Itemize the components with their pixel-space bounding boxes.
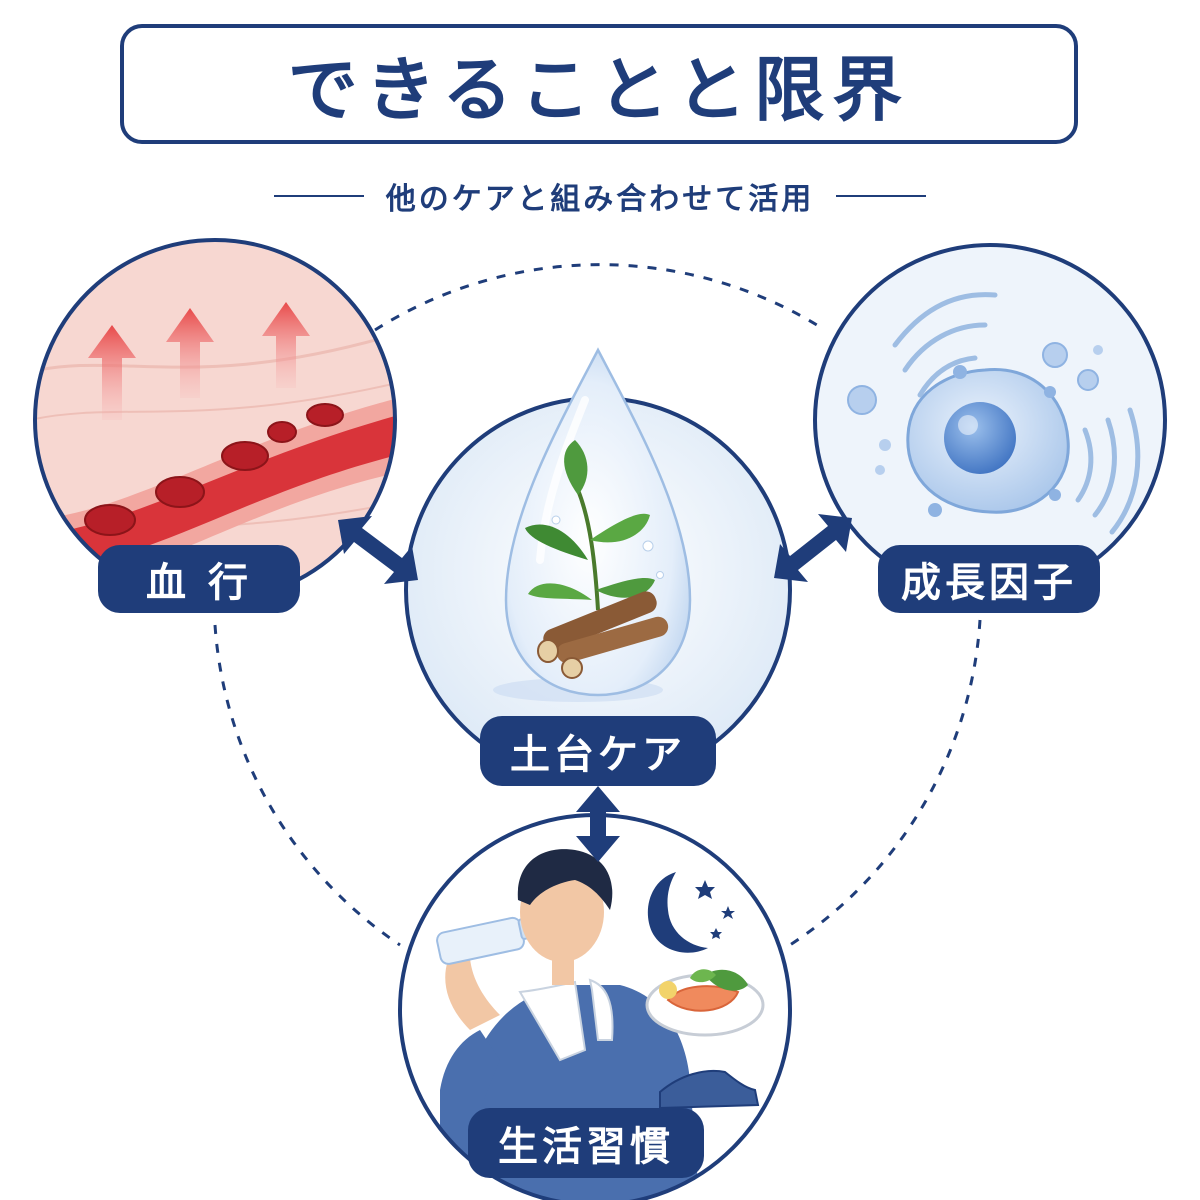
dashed-arc-top bbox=[374, 263, 826, 332]
dashed-arc-right bbox=[789, 619, 982, 947]
double-arrow-right bbox=[774, 514, 852, 582]
cell-illustration bbox=[847, 292, 1141, 535]
subtitle-line-left bbox=[273, 195, 364, 197]
title-box: できることと限界 bbox=[120, 24, 1078, 144]
sneaker-icon bbox=[659, 1069, 760, 1110]
double-arrow-bottom bbox=[576, 786, 620, 862]
dashed-arc-left bbox=[213, 624, 401, 947]
blood-vessel-illustration bbox=[35, 240, 395, 600]
licorice-root-icon bbox=[537, 591, 669, 679]
subtitle-row: 他のケアと組み合わせて活用 bbox=[0, 166, 1200, 226]
page-subtitle: 他のケアと組み合わせて活用 bbox=[385, 182, 815, 217]
herb-leaf-icon bbox=[525, 440, 655, 611]
lifestyle-label: 生活習慣 bbox=[468, 1108, 704, 1178]
foundation-care-label: 土台ケア bbox=[480, 716, 716, 786]
growth-factor-label: 成長因子 bbox=[878, 545, 1100, 613]
circulation-label: 血 行 bbox=[98, 545, 300, 613]
heat-arrow-icon bbox=[88, 302, 310, 420]
moon-icon bbox=[647, 872, 708, 953]
food-plate-icon bbox=[645, 969, 765, 1037]
double-arrow-left bbox=[338, 516, 418, 584]
page-title: できることと限界 bbox=[287, 48, 911, 131]
star-icon bbox=[695, 880, 715, 899]
subtitle-line-right bbox=[836, 195, 927, 197]
